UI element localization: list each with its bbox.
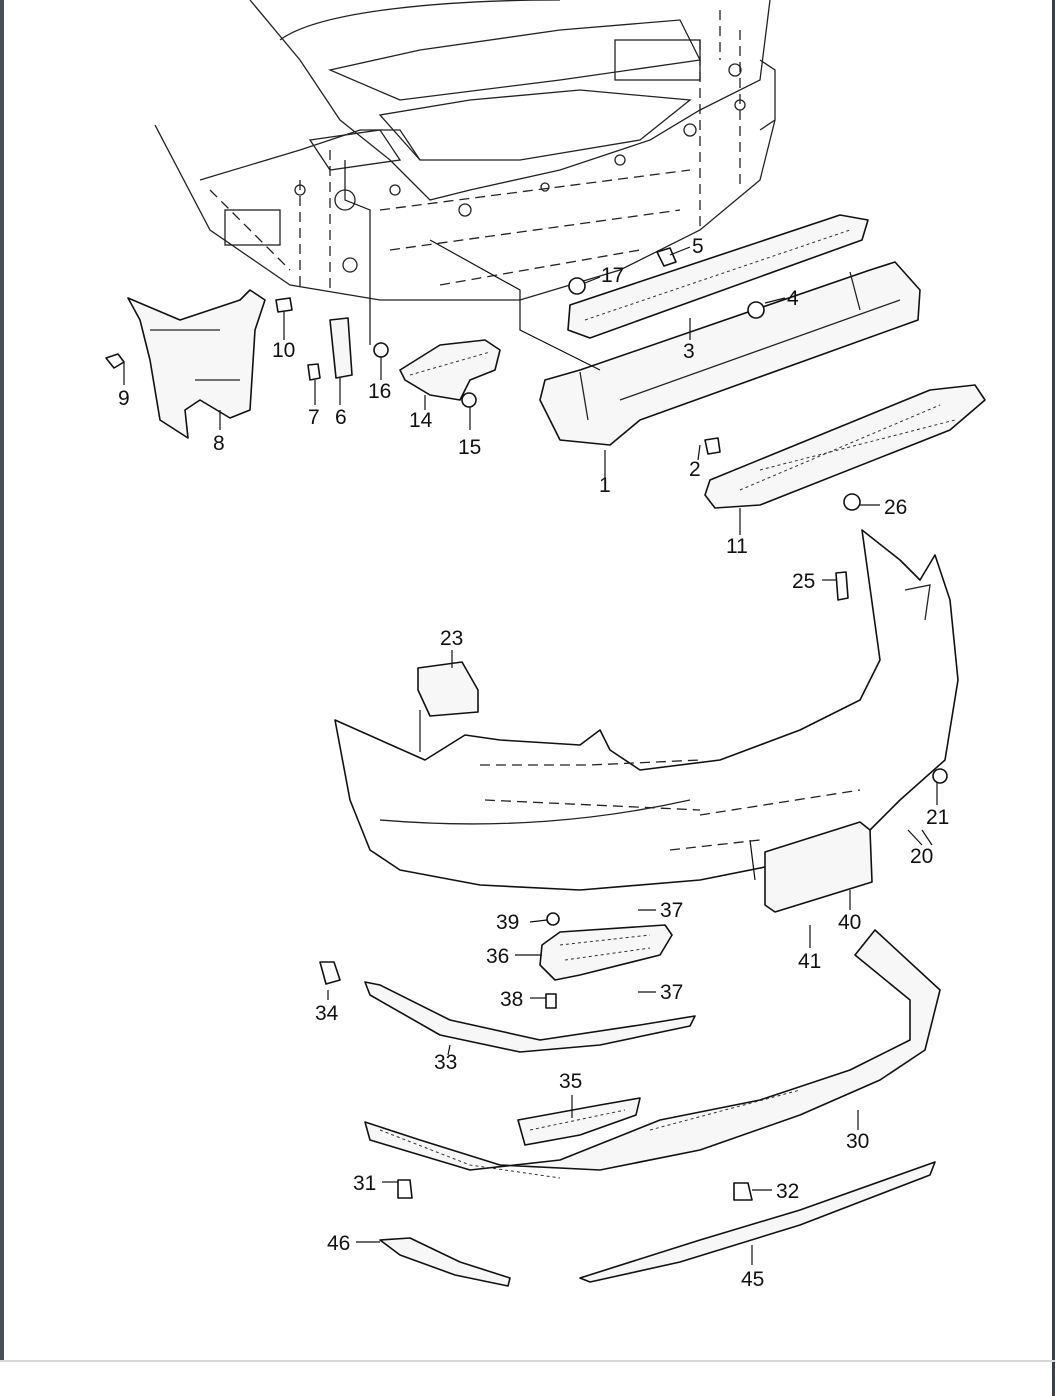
- trim-strip-46: [379, 1237, 511, 1287]
- callout-4: 4: [787, 287, 799, 310]
- fasteners-upper: [105, 247, 861, 601]
- callout-25: 25: [792, 570, 815, 593]
- callout-26: 26: [884, 496, 907, 519]
- callout-35: 35: [559, 1070, 582, 1093]
- reflector-bracket-36: [539, 924, 673, 981]
- callout-2: 2: [689, 458, 701, 481]
- leader-lines: [123, 160, 938, 1265]
- callout-labels: 1 2 3 4 5 6 7 8 9 10 11 14 15 16 17 20 2…: [118, 235, 949, 1291]
- bracket-8: [127, 289, 266, 439]
- callout-36: 36: [486, 945, 509, 968]
- callout-45: 45: [741, 1268, 764, 1291]
- callout-41: 41: [798, 950, 821, 973]
- license-plate-holder-40: [764, 821, 873, 913]
- callout-31: 31: [353, 1172, 376, 1195]
- callout-39: 39: [496, 911, 519, 934]
- trim-strip-33: [364, 981, 696, 1053]
- callout-9: 9: [118, 387, 130, 410]
- window-edge-left: [0, 0, 4, 1360]
- diffuser-30: [364, 929, 941, 1171]
- callout-37-lower: 37: [660, 981, 683, 1004]
- bracket-14: [399, 339, 501, 401]
- callout-17: 17: [601, 264, 624, 287]
- callout-38: 38: [500, 988, 523, 1011]
- impact-absorber-3: [567, 214, 869, 339]
- cover-plate-23: [417, 661, 479, 717]
- callout-15: 15: [458, 436, 481, 459]
- car-body-rear: [154, 0, 776, 301]
- callout-6: 6: [335, 406, 347, 429]
- clip-34: [319, 961, 341, 985]
- callout-23: 23: [440, 627, 463, 650]
- callout-34: 34: [315, 1002, 339, 1025]
- callout-46: 46: [327, 1232, 350, 1255]
- trim-strip-45: [579, 1161, 936, 1283]
- clip-21: [932, 768, 948, 784]
- callout-37-upper: 37: [660, 899, 683, 922]
- callout-10: 10: [272, 339, 295, 362]
- callout-14: 14: [409, 409, 433, 432]
- callout-33: 33: [434, 1051, 457, 1074]
- bumper-carrier-1: [539, 261, 921, 446]
- impact-absorber-11: [704, 384, 986, 509]
- callout-32: 32: [776, 1180, 799, 1203]
- callout-16: 16: [368, 380, 391, 403]
- reflector-35: [517, 1097, 641, 1146]
- callout-1: 1: [599, 474, 611, 497]
- callout-11: 11: [726, 535, 748, 558]
- callout-21: 21: [926, 806, 949, 829]
- callout-30: 30: [846, 1130, 869, 1153]
- callout-20: 20: [910, 845, 933, 868]
- callout-7: 7: [308, 406, 320, 429]
- callout-5: 5: [692, 235, 704, 258]
- callout-40: 40: [838, 911, 861, 934]
- page-bottom-border: [0, 1360, 1055, 1362]
- guide-6: [329, 317, 353, 379]
- callout-3: 3: [683, 340, 695, 363]
- callout-8: 8: [213, 432, 225, 455]
- window-edge-right: [1052, 0, 1055, 1396]
